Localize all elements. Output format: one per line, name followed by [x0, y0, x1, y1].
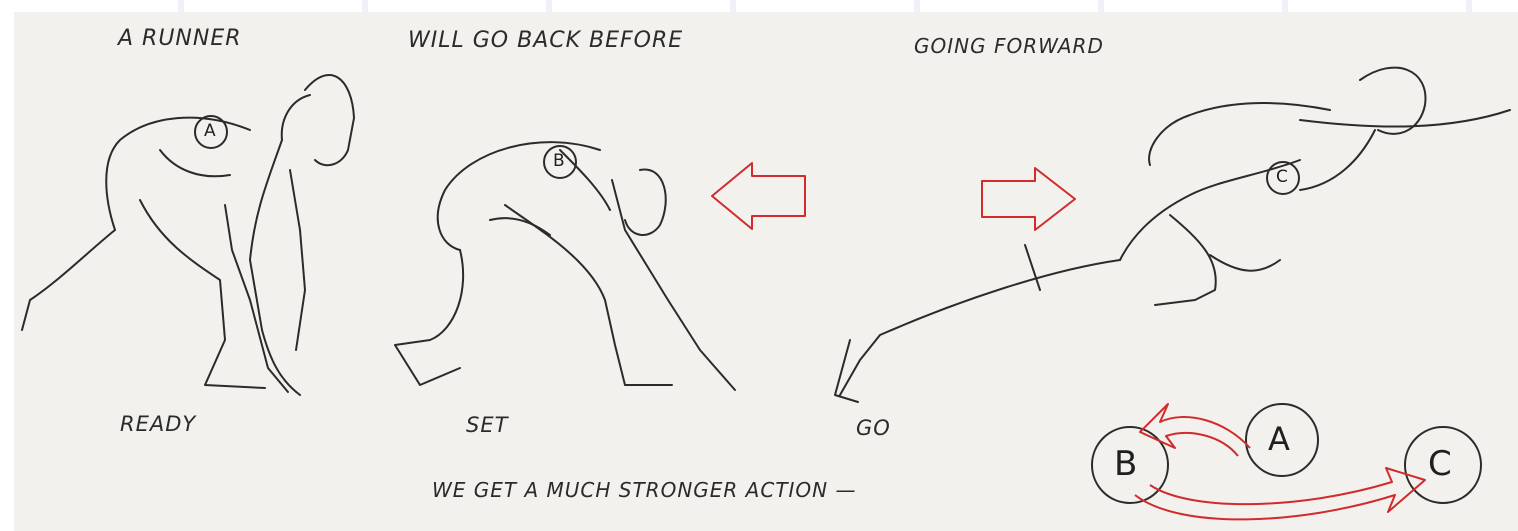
pose-markers: [195, 116, 1299, 194]
pose-label-set: SET: [466, 413, 508, 437]
arc-a-to-b-icon: [1140, 404, 1250, 456]
red-arrows: [712, 163, 1075, 230]
marker-c-label: C: [1276, 167, 1288, 187]
marker-b-label: B: [553, 151, 565, 171]
diagram-b-label: B: [1114, 444, 1137, 484]
caption-line-3: GOING FORWARD: [914, 34, 1104, 58]
diagram-a-label: A: [1268, 420, 1290, 458]
arrow-back-icon: [712, 163, 805, 229]
set-figure: [395, 142, 735, 390]
pose-label-ready: READY: [120, 412, 196, 436]
ready-figure: [22, 75, 354, 395]
diagram-c-label: C: [1428, 444, 1452, 484]
bottom-caption: WE GET A MUCH STRONGER ACTION —: [432, 478, 857, 502]
pose-label-go: GO: [856, 416, 891, 440]
caption-line-2: WILL GO BACK BEFORE: [408, 28, 683, 53]
go-figure: [835, 68, 1510, 402]
caption-line-1: A RUNNER: [118, 26, 242, 51]
arrow-forward-icon: [982, 168, 1075, 230]
marker-a-label: A: [204, 121, 216, 141]
